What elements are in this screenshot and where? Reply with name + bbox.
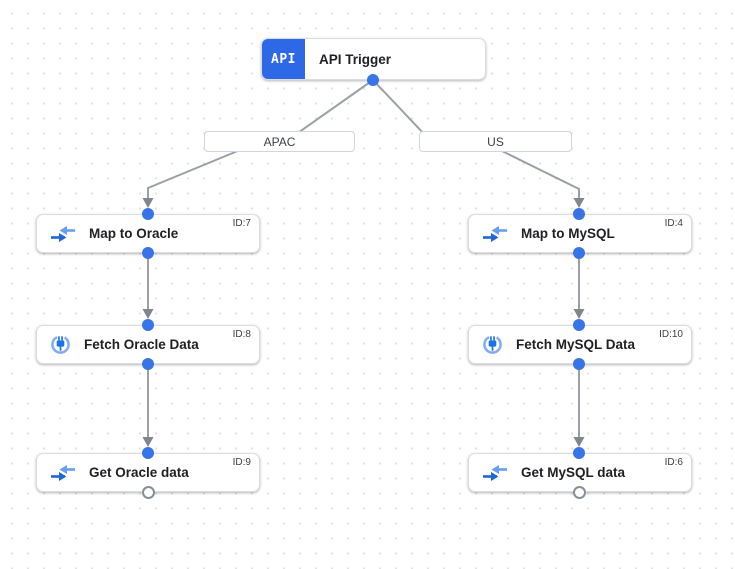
task-id-label: ID:9 — [232, 457, 251, 468]
task-label: Get Oracle data — [89, 465, 189, 480]
port-open-get-oracle-data[interactable] — [141, 485, 155, 499]
connector-plug-icon — [482, 334, 503, 355]
port-out-fetch-mysql-data[interactable] — [573, 358, 585, 370]
api-trigger-label: API Trigger — [319, 51, 392, 67]
port-in-get-oracle-data[interactable] — [142, 447, 154, 459]
task-id-label: ID:6 — [664, 457, 683, 468]
api-trigger-icon: API — [262, 39, 305, 79]
connector-plug-icon — [50, 334, 71, 355]
port-trigger-out[interactable] — [367, 74, 379, 86]
port-in-get-mysql-data[interactable] — [573, 447, 585, 459]
task-id-label: ID:4 — [664, 218, 683, 229]
port-in-fetch-mysql-data[interactable] — [573, 319, 585, 331]
api-badge-text: API — [271, 51, 296, 67]
branch-label-text: APAC — [263, 134, 296, 149]
task-id-label: ID:8 — [232, 329, 251, 340]
task-label: Get MySQL data — [521, 465, 626, 480]
port-open-get-mysql-data[interactable] — [572, 485, 586, 499]
task-id-label: ID:10 — [659, 329, 683, 340]
task-id-label: ID:7 — [232, 218, 251, 229]
port-out-fetch-oracle-data[interactable] — [142, 358, 154, 370]
data-mapping-icon — [50, 464, 76, 482]
branch-label-us[interactable]: US — [419, 131, 572, 152]
port-out-map-to-oracle[interactable] — [142, 247, 154, 259]
port-out-map-to-mysql[interactable] — [573, 247, 585, 259]
api-trigger-node[interactable]: API API Trigger — [261, 38, 486, 80]
task-label: Fetch Oracle Data — [84, 337, 199, 352]
data-mapping-icon — [482, 464, 508, 482]
port-in-map-to-oracle[interactable] — [142, 208, 154, 220]
task-label: Map to Oracle — [89, 226, 179, 241]
branch-label-text: US — [487, 134, 504, 149]
port-in-fetch-oracle-data[interactable] — [142, 319, 154, 331]
task-label: Map to MySQL — [521, 226, 615, 241]
task-label: Fetch MySQL Data — [516, 337, 636, 352]
branch-label-apac[interactable]: APAC — [204, 131, 355, 152]
task-node-map-to-oracle[interactable]: ID:7 Map to Oracle — [36, 214, 260, 253]
data-mapping-icon — [50, 225, 76, 243]
port-in-map-to-mysql[interactable] — [573, 208, 585, 220]
data-mapping-icon — [482, 225, 508, 243]
